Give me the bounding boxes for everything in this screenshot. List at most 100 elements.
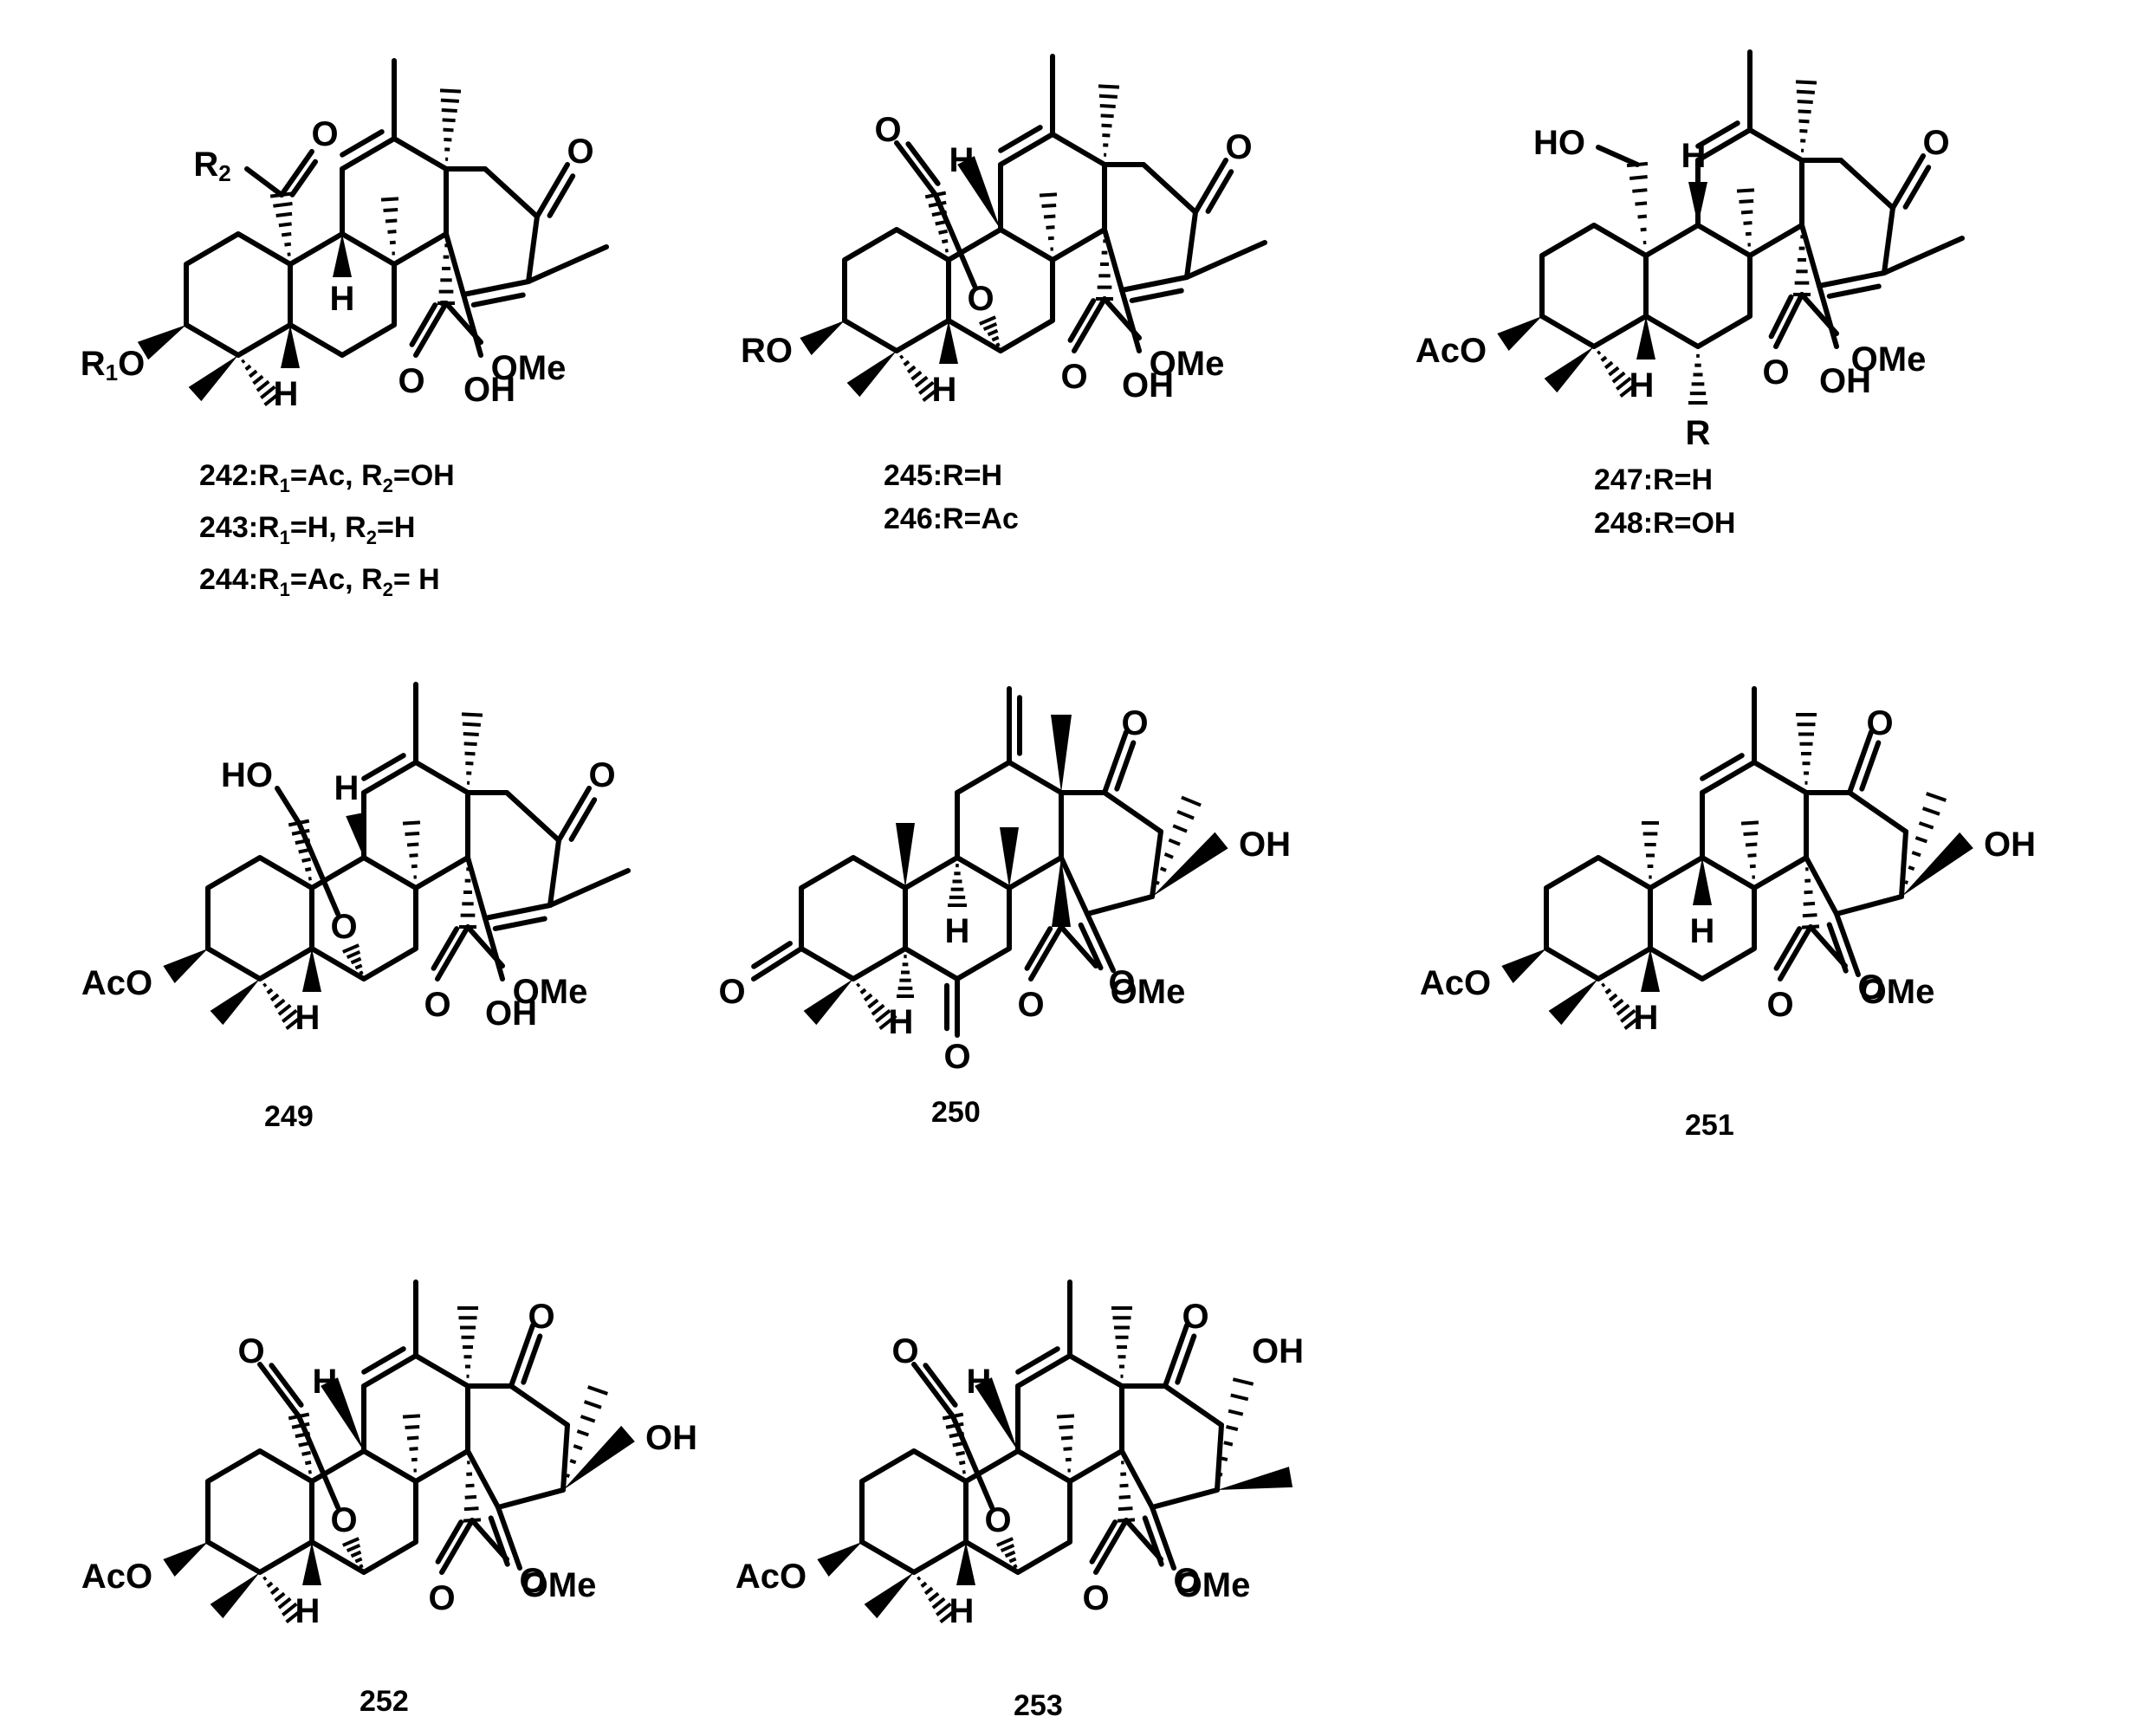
bond [257,1362,301,1419]
hash-bond [1688,353,1707,405]
bond [413,760,470,795]
hash-bond [948,864,967,907]
bond [340,136,397,172]
bond [439,1518,475,1575]
wedge-bond [1152,832,1228,897]
wedge-bond [1636,316,1655,360]
atom-hydroxyl: OH [1252,1332,1304,1370]
bond [1847,729,1874,795]
wedge-bond [939,321,958,364]
atom-enol-hydroxyl: OH [485,994,537,1033]
wedge-bond [137,325,186,360]
bond [1205,169,1234,214]
bond [504,790,561,843]
bond [1902,165,1932,210]
bond [998,125,1043,153]
bond [413,301,449,358]
atom-methoxy: OMe [1176,1566,1251,1604]
bond [1184,210,1198,280]
atom-hemiacetal-oh: HO [221,756,273,794]
atom-bridge-oxygen: O [330,1501,357,1539]
wedge-bond [1501,949,1546,983]
wedge-bond [321,1377,364,1451]
hash-bond [241,359,282,407]
bond [296,1414,340,1510]
hash-bond [439,88,462,161]
wedge-bond [846,351,897,398]
atom-ester-carbonyl-oxygen: O [1017,986,1044,1024]
hash-bond [566,1385,608,1479]
bond [905,141,941,186]
bond [1752,760,1809,795]
bond [1175,1333,1197,1385]
bond [1050,227,1107,262]
bond [444,231,466,297]
bond [288,231,397,358]
hash-bond [899,354,941,403]
bond [361,1353,418,1389]
atom-methoxy: OMe [1860,973,1935,1011]
atom-methoxy: OMe [491,349,567,387]
atom-aldehyde-oxygen: O [311,115,338,153]
atom-h5: H [295,1592,321,1630]
hash-bond [1642,821,1659,879]
atom-ketone-oxygen: O [528,1298,554,1336]
bond [1834,894,1904,917]
bond [1024,926,1053,971]
wedge-bond [957,156,1001,230]
bond [413,1353,470,1389]
atom-r1o: R1O [81,345,145,385]
hash-bond [1736,188,1755,247]
wedge-bond [563,1425,635,1490]
atom-acetoxy: AcO [1420,964,1491,1002]
bond [483,903,553,921]
atom-h9: H [1681,137,1707,175]
compound-caption: 245:R=H [884,459,1002,492]
atom-ester-carbonyl-oxygen: O [398,362,424,400]
bond [509,1383,570,1428]
hash-bond [342,1537,364,1569]
atom-bridge-oxygen: O [967,280,994,318]
hash-bond [1156,795,1202,885]
bond [269,1363,304,1408]
atom-ketone-oxygen: O [1121,704,1148,742]
hash-bond [917,1576,958,1624]
bond [392,231,449,267]
bond [496,1505,522,1571]
atom-ester-carbonyl-oxygen: O [1766,986,1793,1024]
bond [309,1448,418,1575]
bond [547,173,576,218]
bond [1119,288,1142,353]
bond [547,868,631,908]
bond [1007,760,1064,795]
hash-bond [1219,1377,1254,1477]
bond [1089,1519,1118,1564]
hash-bond [1597,350,1638,398]
atom-r: R [1686,414,1711,452]
wedge-bond [281,325,300,368]
bond [1078,922,1104,971]
wedge-bond [864,1572,914,1619]
bond [1700,760,1757,795]
atom-bridge-oxygen: O [984,1501,1011,1539]
wedge-bond [346,812,365,858]
wedge-bond [817,1542,862,1577]
bond [465,1448,501,1510]
bond [1129,288,1184,303]
bond [1695,120,1740,149]
atom-ester-carbonyl-oxygen: O [1082,1579,1109,1617]
bond [1700,753,1745,781]
wedge-bond [333,234,352,277]
hash-bond [996,1537,1018,1569]
atom-c3-ketone-oxygen: O [718,973,745,1011]
hash-bond [1626,161,1649,245]
atom-ester-carbonyl-oxygen: O [1762,353,1789,392]
bond [392,136,449,172]
bond [1102,729,1129,795]
bond [1215,1422,1224,1493]
atom-acetoxy: AcO [1416,332,1487,370]
hash-bond [979,315,1001,347]
wedge-bond [800,321,845,355]
